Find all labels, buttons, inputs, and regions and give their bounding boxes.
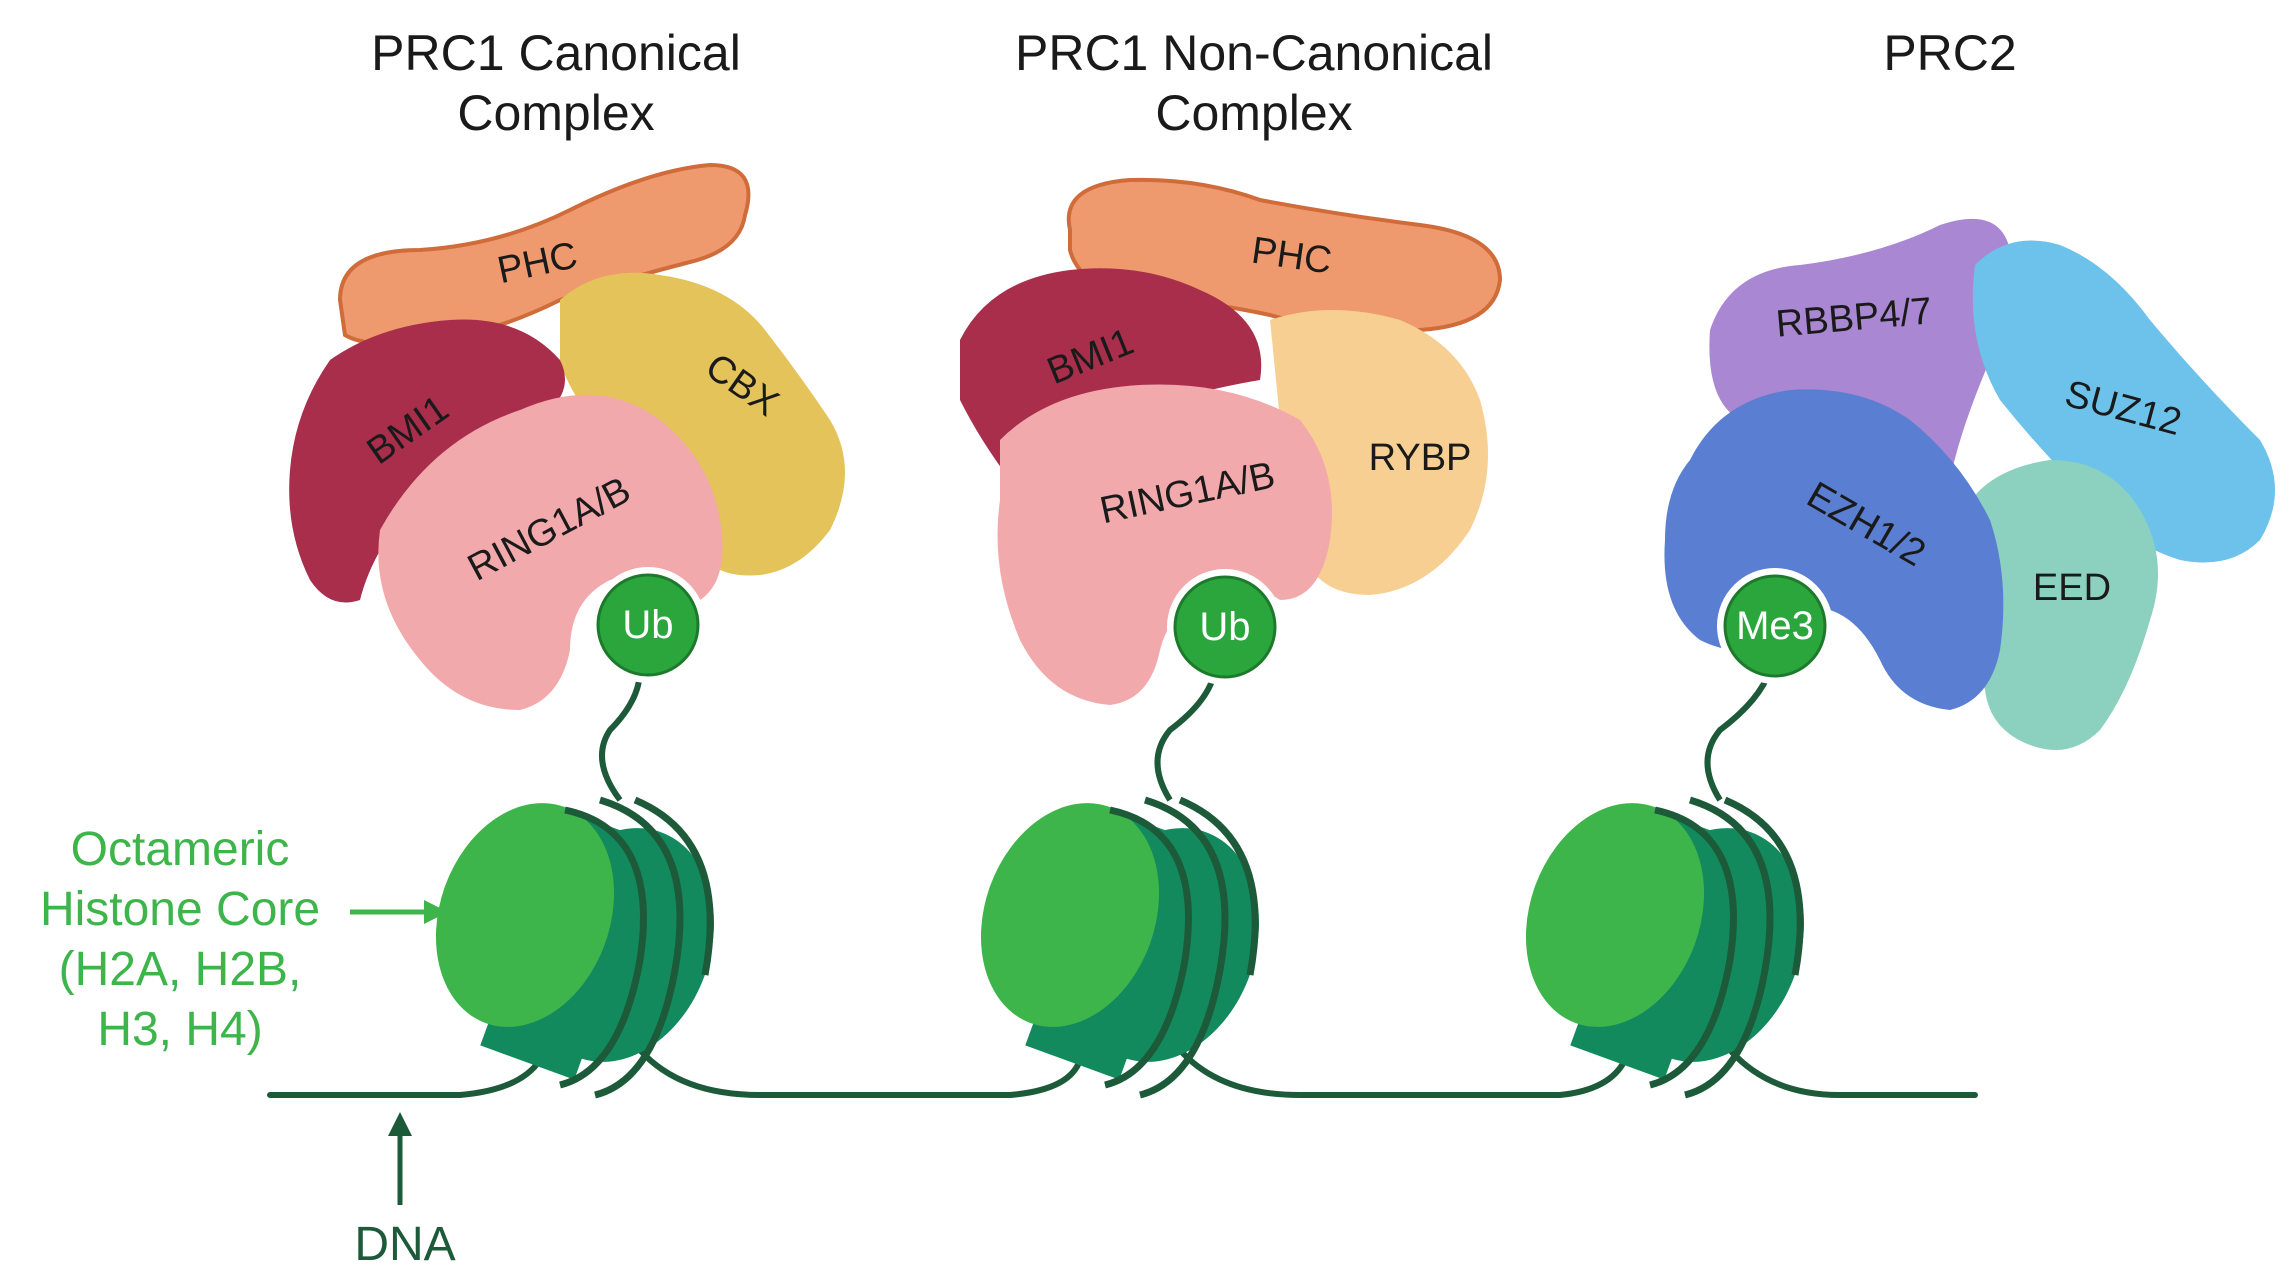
title-prc1-noncanonical-line1: PRC1 Non-Canonical	[1015, 25, 1493, 81]
histone-tail-3	[1704, 668, 1773, 802]
subunit-eed	[1960, 460, 2158, 750]
histone-arrow	[350, 900, 448, 924]
nucleosome-3	[1525, 796, 1805, 1099]
ub-mark-2	[1173, 575, 1277, 679]
histone-label-line4: H3, H4)	[97, 1003, 262, 1056]
nucleosome-2	[980, 796, 1260, 1099]
subunit-rbbp	[1709, 218, 2013, 488]
subunit-ring1-1	[378, 394, 723, 710]
histone-label-line1: Octameric	[71, 823, 290, 876]
label-eed: EED	[2033, 567, 2111, 609]
dna-label: DNA	[354, 1218, 455, 1271]
histone-label-line3: (H2A, H2B,	[59, 943, 302, 996]
ub-mark-1	[596, 573, 700, 677]
histone-label-line2: Histone Core	[40, 883, 320, 936]
me3-mark	[1723, 574, 1827, 678]
mark-label-ub-1: Ub	[622, 603, 673, 647]
complex-prc2	[1664, 218, 2275, 750]
nucleosome-1	[435, 796, 715, 1099]
mark-label-ub-2: Ub	[1199, 605, 1250, 649]
title-prc1-canonical-line2: Complex	[457, 85, 654, 141]
complex-prc1-noncanonical	[960, 177, 1503, 705]
histone-tail-2	[1154, 669, 1218, 802]
title-prc2: PRC2	[1883, 25, 2016, 81]
title-prc1-noncanonical-line2: Complex	[1155, 85, 1352, 141]
dna-arrow	[388, 1112, 412, 1205]
title-prc1-canonical-line1: PRC1 Canonical	[371, 25, 741, 81]
subunit-suz12	[1972, 240, 2275, 563]
subunit-bmi1-1	[289, 319, 565, 603]
mark-label-me3: Me3	[1736, 604, 1814, 648]
subunit-cbx	[560, 272, 845, 576]
label-rybp: RYBP	[1369, 437, 1472, 479]
dna-strand	[267, 1047, 1978, 1098]
complex-prc1-canonical	[289, 162, 845, 710]
histone-tail-1	[599, 669, 643, 802]
subunit-ring1-2	[997, 384, 1332, 705]
